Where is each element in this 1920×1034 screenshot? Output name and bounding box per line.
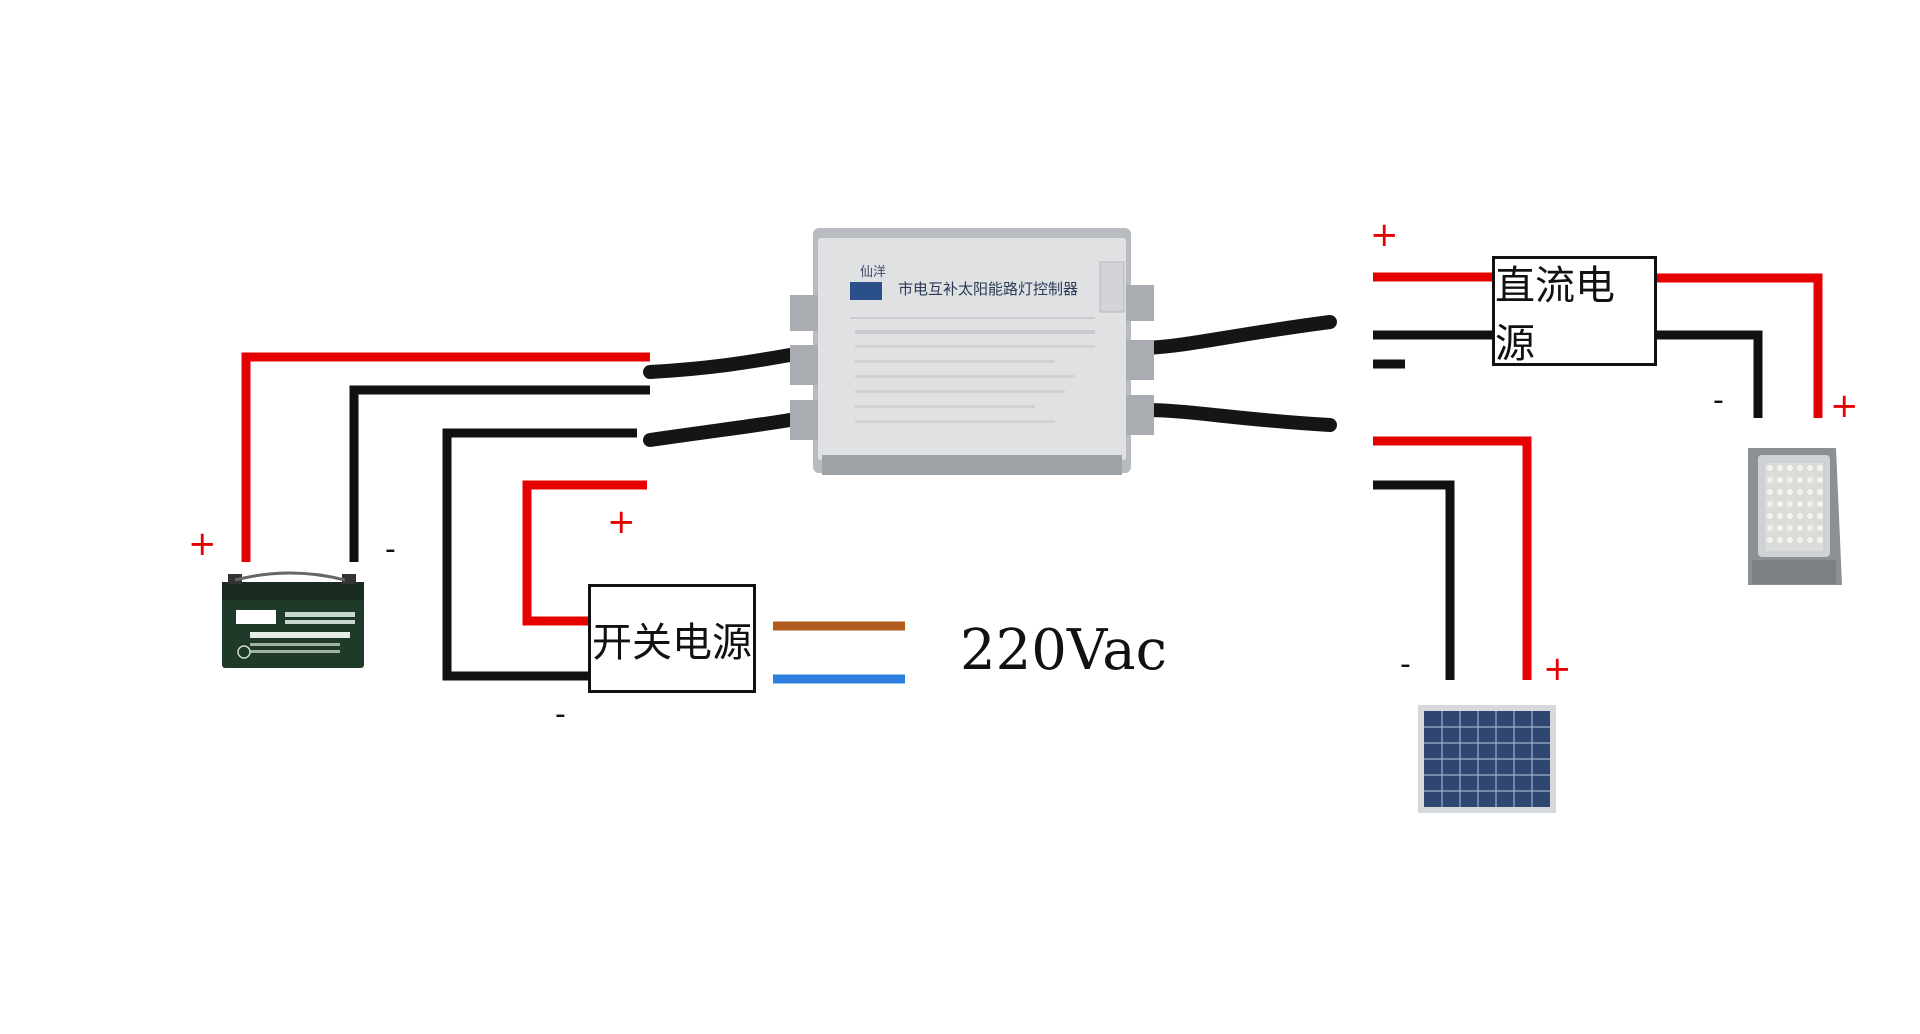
controller-title: 市电互补太阳能路灯控制器 xyxy=(898,280,1078,298)
switch-psu-wires xyxy=(442,428,647,681)
controller-brand: 仙洋 xyxy=(860,265,886,280)
switch-power-supply-label: 开关电源 xyxy=(592,619,752,666)
dc-input-plus-sign: + xyxy=(1370,215,1399,255)
controller-box-icon: 仙洋 市电互补太阳能路灯控制器 xyxy=(790,228,1154,475)
battery-minus-sign: - xyxy=(385,532,396,567)
battery-plus-sign: + xyxy=(188,524,217,564)
battery-wires xyxy=(241,352,650,562)
solar-panel-icon xyxy=(1418,705,1556,813)
dc-psu-wires xyxy=(1373,272,1823,418)
ac-input-wires xyxy=(773,621,905,684)
switch-power-supply-box: 开关电源 xyxy=(588,584,756,693)
dc-power-supply-box: 直流电源 xyxy=(1492,256,1657,367)
lamp-plus-sign: + xyxy=(1830,386,1859,426)
battery-icon xyxy=(222,571,364,668)
solar-minus-sign: - xyxy=(1400,647,1411,682)
solar-plus-sign: + xyxy=(1543,649,1572,689)
controller-cables xyxy=(643,315,1337,447)
street-lamp-icon xyxy=(1748,448,1842,585)
switch-psu-plus-sign: + xyxy=(607,502,636,542)
dc-power-supply-label: 直流电源 xyxy=(1495,263,1615,367)
solar-wires xyxy=(1373,436,1532,680)
lamp-minus-sign: - xyxy=(1713,383,1724,418)
switch-psu-minus-sign: - xyxy=(555,697,566,732)
ac-voltage-label: 220Vac xyxy=(960,618,1167,683)
